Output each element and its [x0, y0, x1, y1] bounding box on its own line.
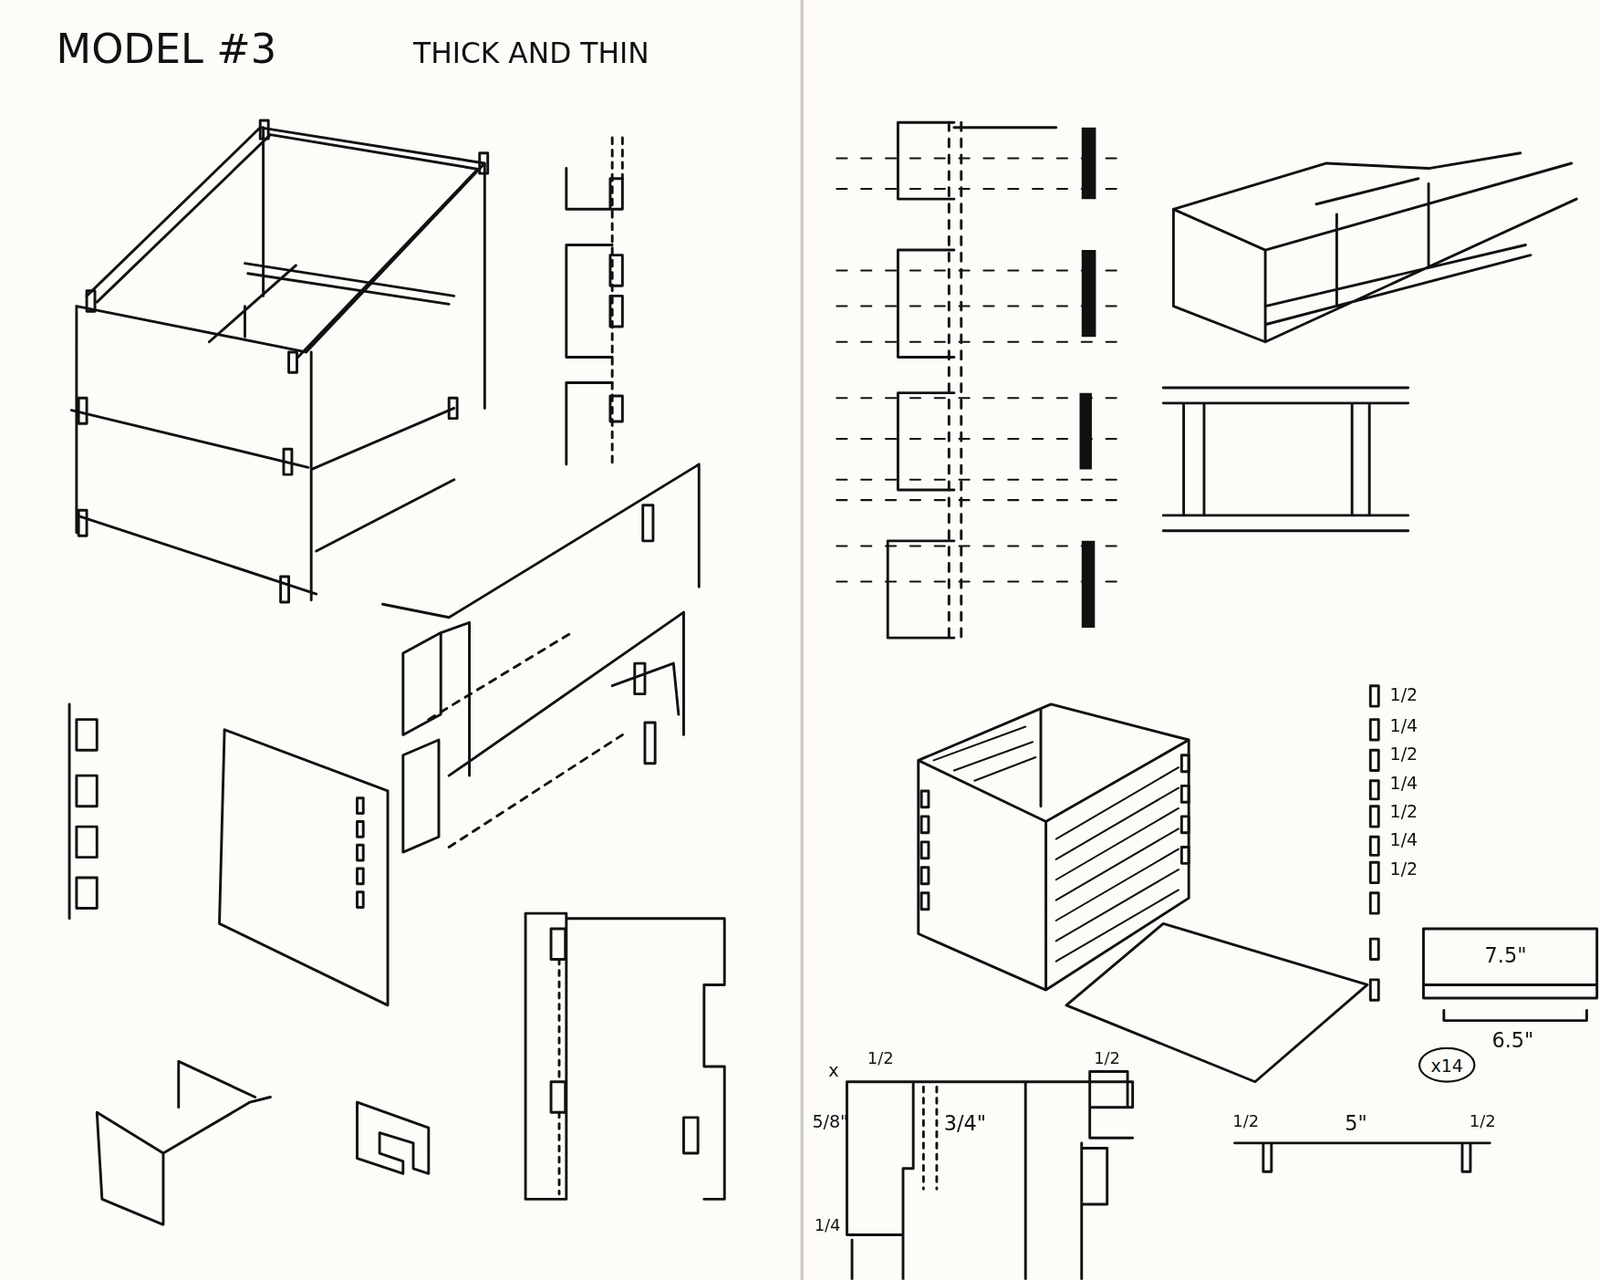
- dimension-note: 1/2: [1390, 685, 1419, 706]
- plan-joint: [525, 913, 725, 1199]
- slotted-panel: [219, 729, 389, 1006]
- finger-joint: [69, 704, 97, 919]
- slot-list: [1370, 685, 1379, 1001]
- perspective-box: [1173, 153, 1577, 343]
- page-gutter: [800, 0, 804, 1280]
- dimension-note: 1/2: [1390, 801, 1419, 821]
- joint-detail: [846, 1071, 1133, 1280]
- dimension-note: 3/4": [944, 1111, 987, 1135]
- exploded-boards: [382, 464, 699, 852]
- dimension-note: 5/8": [811, 1111, 848, 1132]
- box-frame: [71, 127, 485, 601]
- circled-count: x14: [1418, 1047, 1476, 1083]
- dimension-note: 1/4: [1390, 716, 1419, 736]
- dimension-note: 1/4: [1390, 831, 1419, 851]
- joint-hidden: [923, 1086, 937, 1189]
- dimension-note: 7.5": [1485, 944, 1528, 967]
- elevation-hidden: [948, 122, 961, 638]
- dimension-note: 1/2: [1390, 745, 1419, 765]
- dimension-note: 1/2: [1093, 1049, 1121, 1068]
- count-text: x14: [1430, 1054, 1463, 1075]
- board: [1423, 928, 1597, 1021]
- dimension-note: THICK AND THIN: [413, 39, 650, 71]
- edge-slots: [921, 755, 1189, 910]
- plan-hidden: [558, 959, 562, 1195]
- page-title: MODEL #3: [56, 26, 278, 72]
- dimension-note: 1/4: [814, 1215, 842, 1235]
- dimension-note: 1/2: [1232, 1111, 1259, 1131]
- dimension-note: 5": [1344, 1111, 1368, 1135]
- hidden-line: [612, 137, 623, 465]
- joint-elevation: [566, 168, 624, 465]
- corner-sketch: [96, 1060, 429, 1225]
- dimension-line: [1235, 1142, 1491, 1172]
- box-tabs: [78, 120, 489, 603]
- slat-lines: [934, 726, 1179, 961]
- dimension-note: 6.5": [1491, 1028, 1534, 1052]
- dimension-note: 1/2: [1469, 1111, 1497, 1131]
- dimension-note: 1/2: [1390, 859, 1419, 879]
- section-bar: [1080, 127, 1097, 628]
- dimension-note: 1/4: [1390, 773, 1419, 793]
- dimension-note: x: [828, 1060, 839, 1081]
- section-view: [1163, 387, 1408, 531]
- sheet: [1066, 923, 1368, 1081]
- elevation-dash: [836, 157, 1118, 582]
- elevation-c: [887, 122, 1057, 638]
- slatted-box: [918, 704, 1189, 990]
- dimension-note: 1/2: [867, 1049, 894, 1068]
- exploded-dash: [428, 633, 624, 848]
